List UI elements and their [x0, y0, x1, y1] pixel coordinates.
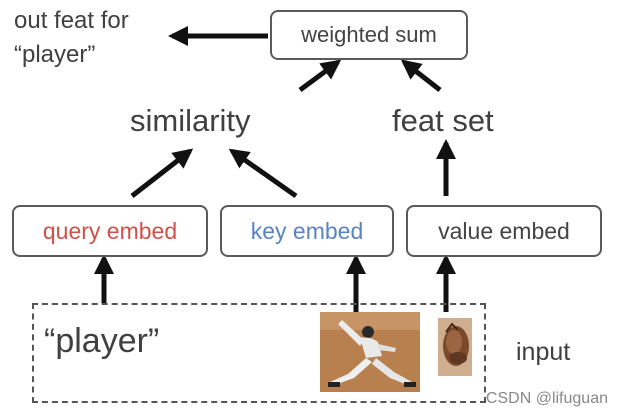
arrow-query-to-similarity	[130, 148, 194, 198]
weighted-sum-box: weighted sum	[270, 10, 468, 60]
weighted-sum-label: weighted sum	[301, 22, 437, 47]
arrow-featset-to-weighted-sum	[400, 59, 442, 92]
key-embed-box: key embed	[220, 205, 394, 257]
arrow-similarity-to-weighted-sum	[298, 59, 342, 93]
glove-figure	[438, 318, 472, 376]
value-embed-label: value embed	[438, 217, 570, 244]
similarity-label: similarity	[130, 103, 251, 138]
output-label-line-2: “player”	[14, 41, 96, 68]
feat-set-label: feat set	[392, 103, 494, 138]
query-embed-box: query embed	[12, 205, 208, 257]
arrow-key-to-similarity	[228, 148, 298, 199]
glove-image	[438, 318, 472, 376]
pitcher-image	[320, 312, 420, 392]
pitcher-figure	[320, 312, 420, 392]
input-region	[32, 303, 486, 403]
query-embed-label: query embed	[42, 217, 178, 244]
output-label-line-1: out feat for	[14, 7, 129, 34]
key-embed-label: key embed	[250, 217, 364, 244]
input-label: input	[516, 338, 571, 366]
watermark: CSDN @lifuguan	[485, 390, 608, 407]
value-embed-box: value embed	[406, 205, 602, 257]
input-word-label: “player”	[44, 322, 160, 360]
output-label: out feat for “player”	[14, 4, 129, 72]
